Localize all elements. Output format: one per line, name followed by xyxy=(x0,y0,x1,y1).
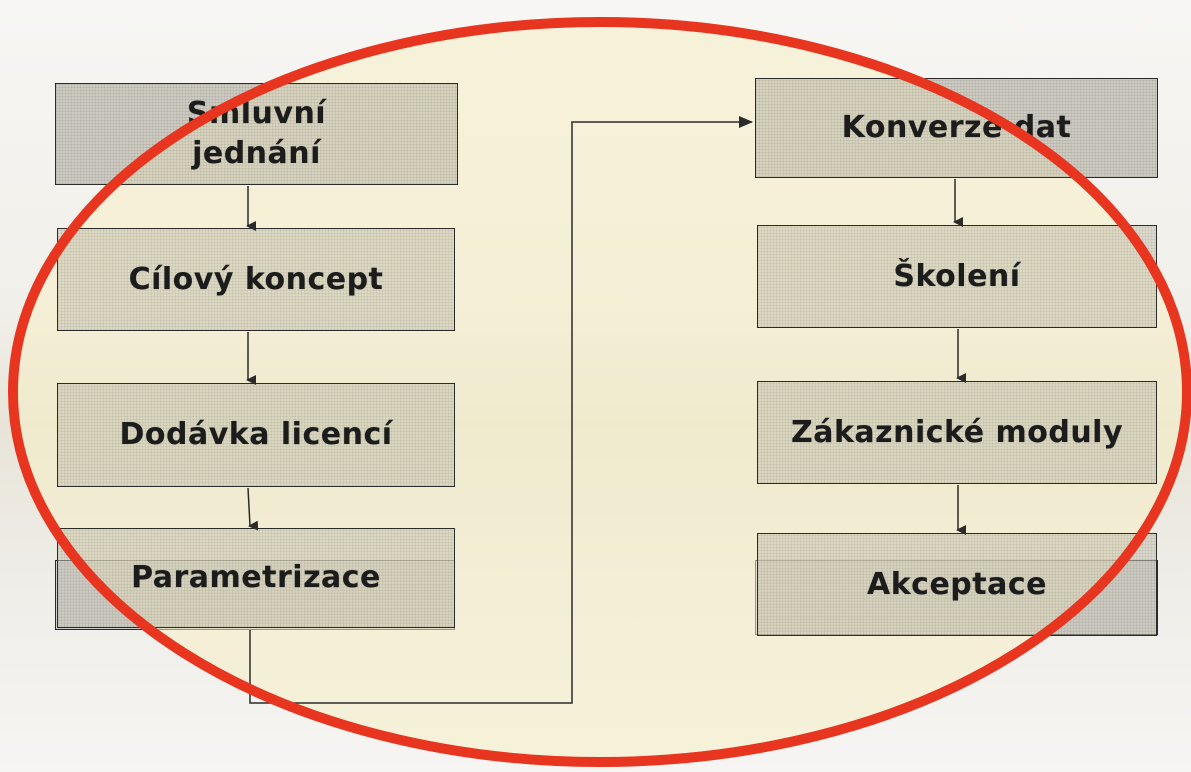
connector-left-to-right xyxy=(249,116,753,704)
step-label: Cílový koncept xyxy=(128,261,384,297)
step-label: Dodávka licencí xyxy=(119,417,393,452)
step-zakaznicke-moduly: Zákaznické moduly xyxy=(757,381,1157,484)
step-dodavka-licenci: Dodávka licencí xyxy=(57,383,455,487)
step-konverze-dat: Konverze dat xyxy=(755,78,1158,178)
step-cilovy-koncept: Cílový koncept xyxy=(57,228,455,331)
step-label: Parametrizace xyxy=(131,560,381,595)
step-label: Zákaznické moduly xyxy=(790,414,1124,450)
step-akceptace: Akceptace xyxy=(757,533,1157,636)
highlight-ellipse xyxy=(8,17,1191,767)
step-label: Akceptace xyxy=(867,566,1047,602)
arrow-3-4 xyxy=(247,487,259,531)
step-label: Školení xyxy=(893,258,1021,294)
step-skoleni: Školení xyxy=(757,225,1157,328)
